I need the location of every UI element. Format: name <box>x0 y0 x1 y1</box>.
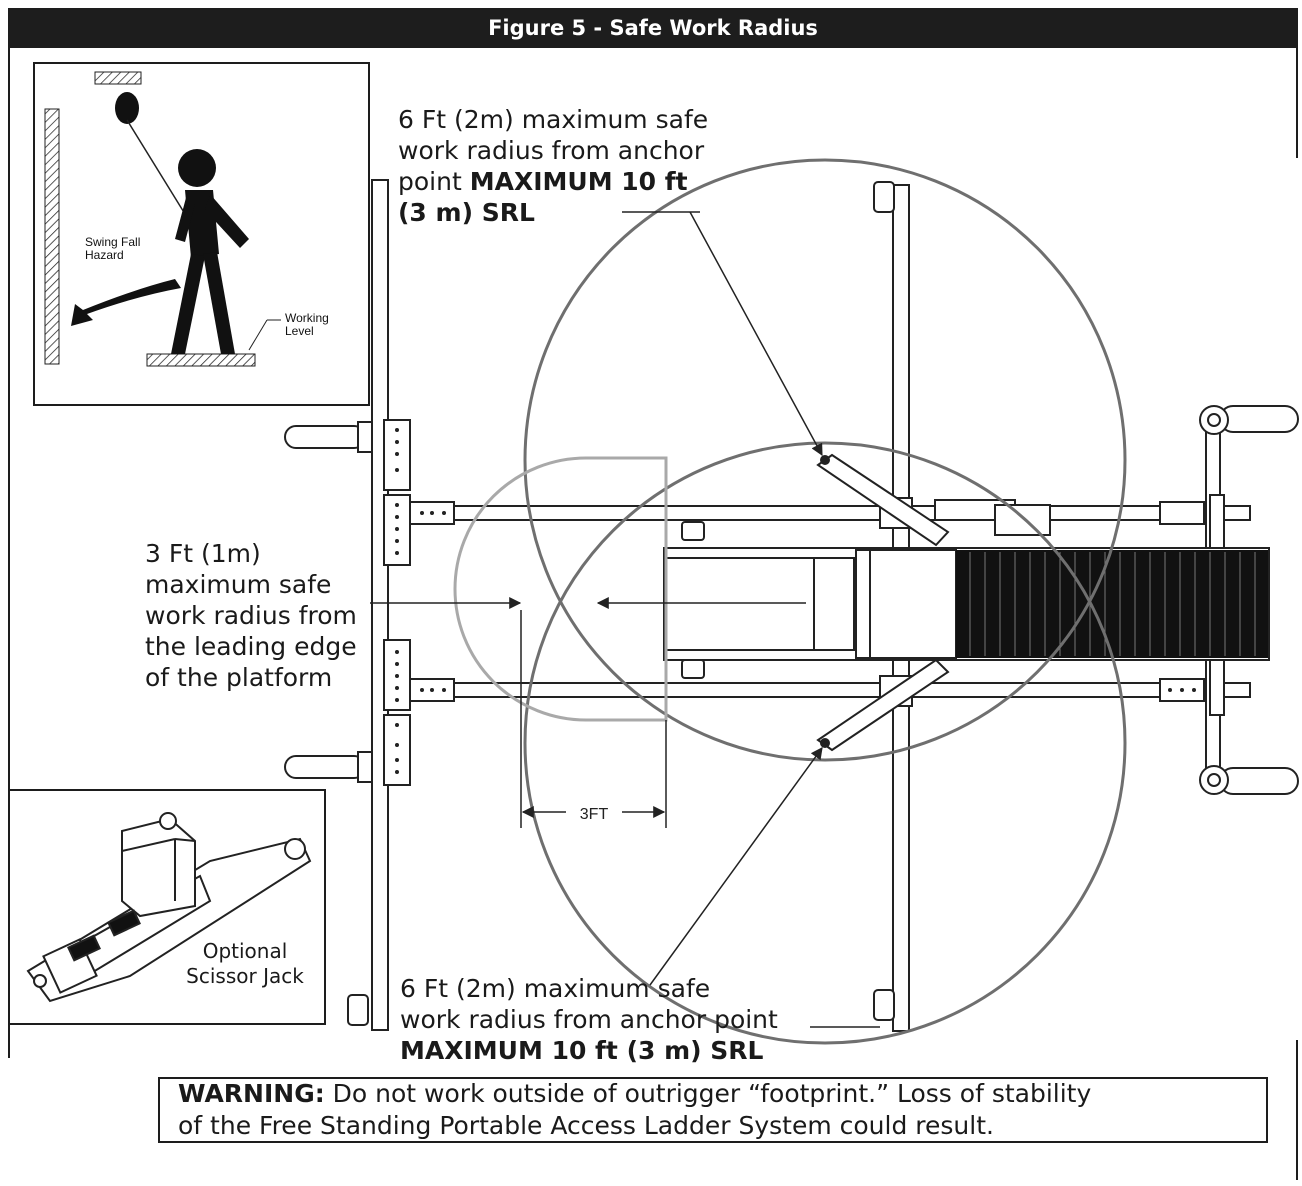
swing-fall-label: Swing Fall Hazard <box>85 236 140 262</box>
dimension-label: 3FT <box>580 806 609 823</box>
leader-lines <box>370 211 880 1028</box>
working-level-label-1: Working <box>285 311 329 325</box>
frame-left <box>8 48 10 1058</box>
top-callout-line2: work radius from anchor <box>398 136 705 165</box>
left-callout-line5: of the platform <box>145 663 333 692</box>
scissor-jack-label-1: Optional <box>202 939 288 963</box>
warning-content: WARNING: Do not work outside of outrigge… <box>178 1078 1091 1142</box>
anchor-radius-circle-bottom <box>523 441 1127 1045</box>
scissor-jack-illustration <box>26 812 312 1003</box>
swing-fall-inset: Swing Fall Hazard Working Level <box>33 62 370 406</box>
scissor-jack-label: Optional Scissor Jack <box>180 939 310 989</box>
bottom-callout-line1: 6 Ft (2m) maximum safe <box>400 974 711 1003</box>
swing-arrow <box>71 279 181 326</box>
floor <box>146 353 256 367</box>
anchor-radius-circle-top <box>523 158 1127 762</box>
scissor-jack-inset: Optional Scissor Jack <box>8 789 326 1025</box>
top-callout: 6 Ft (2m) maximum safe work radius from … <box>398 104 708 228</box>
clamp-icons <box>681 521 705 679</box>
top-callout-bold2: (3 m) SRL <box>398 198 535 227</box>
anchor-points <box>820 455 830 748</box>
leading-edge-radius <box>453 456 668 722</box>
bottom-callout-line2: work radius from anchor point <box>400 1005 778 1034</box>
worker-figure <box>171 149 249 354</box>
dimension-3ft <box>520 610 667 828</box>
srl-device <box>115 92 139 124</box>
ladder-tread-lines <box>969 552 1256 656</box>
left-beam-bolts <box>395 428 399 774</box>
swing-fall-label-1: Swing Fall <box>85 235 141 249</box>
working-level-label: Working Level <box>285 312 329 338</box>
warning-text-2: of the Free Standing Portable Access Lad… <box>178 1111 994 1140</box>
warning-label: WARNING: <box>178 1079 325 1108</box>
ladder-treads <box>956 550 1268 658</box>
frame-right-bottom <box>1296 1040 1298 1180</box>
swing-fall-label-2: Hazard <box>85 248 124 262</box>
top-callout-prefix: point <box>398 167 470 196</box>
warning-line1: WARNING: Do not work outside of outrigge… <box>178 1078 1091 1110</box>
left-feet <box>284 421 373 783</box>
ceiling-anchor <box>94 71 142 85</box>
left-callout-line1: 3 Ft (1m) <box>145 539 261 568</box>
bottom-callout-bold: MAXIMUM 10 ft (3 m) SRL <box>400 1036 764 1065</box>
warning-text-1: Do not work outside of outrigger “footpr… <box>324 1079 1092 1108</box>
warning-box: WARNING: Do not work outside of outrigge… <box>158 1077 1268 1143</box>
top-callout-bold1: MAXIMUM 10 ft <box>469 167 688 196</box>
figure-title: Figure 5 - Safe Work Radius <box>8 8 1298 48</box>
left-callout: 3 Ft (1m) maximum safe work radius from … <box>145 538 357 693</box>
left-callout-line4: the leading edge <box>145 632 357 661</box>
top-callout-line1: 6 Ft (2m) maximum safe <box>398 105 709 134</box>
scissor-jack-label-2: Scissor Jack <box>186 964 304 988</box>
bottom-callout: 6 Ft (2m) maximum safe work radius from … <box>400 973 778 1066</box>
left-callout-line3: work radius from <box>145 601 357 630</box>
frame-right-top <box>1296 48 1298 158</box>
swing-fall-illustration <box>44 71 281 367</box>
wall <box>44 108 60 365</box>
top-callout-line3: point MAXIMUM 10 ft <box>398 166 708 197</box>
working-level-label-2: Level <box>285 324 314 338</box>
left-callout-line2: maximum safe <box>145 570 332 599</box>
